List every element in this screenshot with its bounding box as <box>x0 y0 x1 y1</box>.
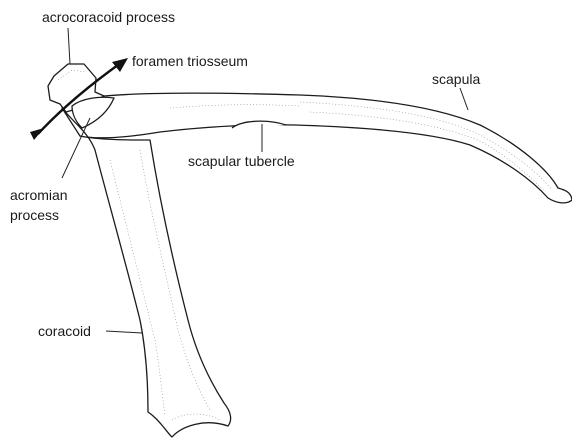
coracoid-leader <box>106 331 142 333</box>
label-scapular-tubercle: scapular tubercle <box>188 153 295 169</box>
label-scapula: scapula <box>432 71 480 87</box>
label-acromian: acromian <box>10 187 68 203</box>
label-acrocoracoid-process: acrocoracoid process <box>42 9 175 25</box>
acrocoracoid-leader <box>68 28 70 64</box>
label-foramen-triosseum: foramen triosseum <box>132 53 248 69</box>
label-acromian-process: process <box>10 207 59 223</box>
label-coracoid: coracoid <box>38 323 91 339</box>
scapula-leader <box>460 88 468 110</box>
